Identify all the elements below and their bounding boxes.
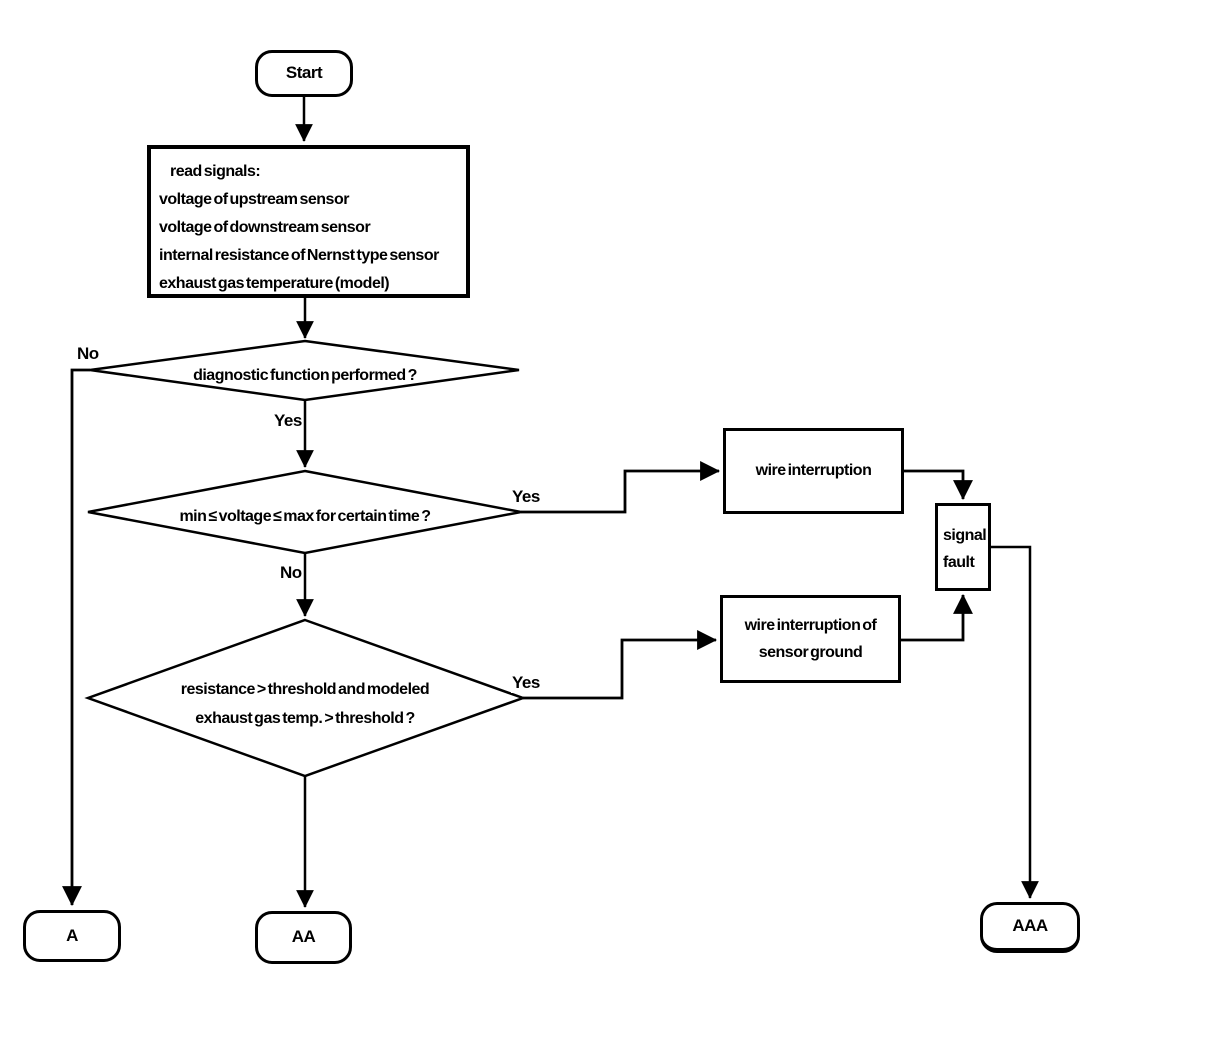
decision-voltage-label: min ≤ voltage ≤ max for certain time ? [179, 508, 431, 525]
signal-fault-box: signal fault [935, 503, 991, 591]
wire-interruption-ground-box: wire interruption of sensor ground [720, 595, 901, 683]
edge-diagnostic-no-to-a [62, 368, 90, 906]
edge-voltage-yes-to-wire-interruption [521, 461, 720, 514]
decision-diagnostic-label: diagnostic function performed ? [193, 367, 417, 384]
wire-interruption-box: wire interruption [723, 428, 904, 514]
read-signals-line-1: read signals: [170, 163, 261, 180]
label-voltage-no: No [279, 563, 303, 583]
read-signals-line-4: internal resistance of Nernst type senso… [159, 247, 439, 264]
edge-signal-fault-to-aaa [990, 545, 1039, 899]
terminal-aa-label: AA [291, 927, 316, 947]
terminal-aaa-label: AAA [1012, 916, 1048, 936]
read-signals-line-5: exhaust gas temperature (model) [159, 275, 390, 292]
terminal-a-label: A [66, 925, 78, 945]
start-label: Start [285, 63, 323, 83]
decision-resistance-line-2: exhaust gas temp. > threshold ? [195, 710, 415, 727]
read-signals-line-3: voltage of downstream sensor [159, 219, 371, 236]
terminal-a: A [23, 910, 121, 962]
terminal-aaa: AAA [980, 902, 1080, 953]
wire-interruption-ground-line-1: wire interruption of [744, 617, 877, 634]
edge-sensor-ground-to-signal-fault [900, 594, 973, 642]
read-signals-box: read signals: voltage of upstream sensor… [147, 145, 470, 298]
edge-wire-interruption-to-signal-fault [903, 469, 973, 500]
decision-resistance-label: resistance > threshold and modeled exhau… [105, 675, 505, 733]
start-terminal: Start [255, 50, 353, 97]
label-diagnostic-yes: Yes [273, 411, 303, 431]
wire-interruption-ground-line-2: sensor ground [758, 644, 863, 661]
label-diagnostic-no: No [76, 344, 100, 364]
signal-fault-line-2: fault [943, 554, 975, 571]
read-signals-line-2: voltage of upstream sensor [159, 191, 349, 208]
terminal-aa: AA [255, 911, 352, 964]
decision-resistance-line-1: resistance > threshold and modeled [180, 681, 430, 698]
label-resistance-yes: Yes [511, 673, 541, 693]
edge-resistance-yes-to-sensor-ground [523, 630, 717, 700]
label-voltage-yes: Yes [511, 487, 541, 507]
signal-fault-line-1: signal [943, 527, 987, 544]
wire-interruption-label: wire interruption [755, 462, 872, 480]
